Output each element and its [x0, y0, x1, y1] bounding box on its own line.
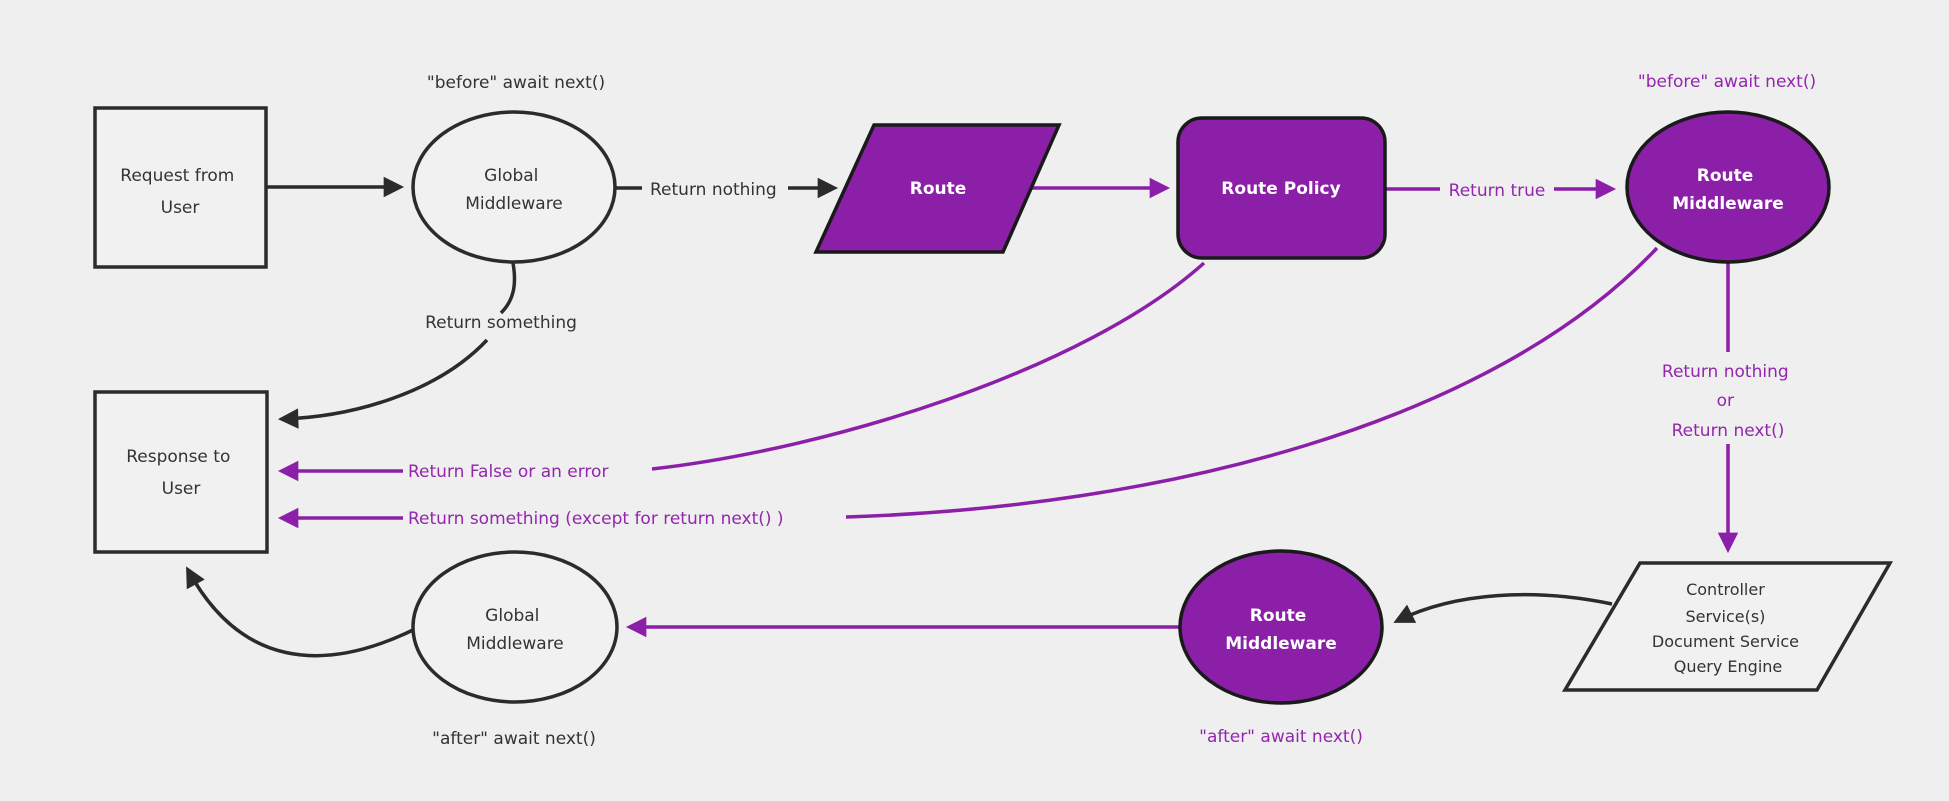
label-return-false: Return False or an error: [408, 462, 608, 482]
label-before-global: "before" await next(): [427, 73, 605, 93]
label-after-global: "after" await next(): [432, 729, 596, 749]
route-policy-node: [1176, 116, 1387, 260]
route-node: [813, 123, 1062, 254]
edge-services-to-route-middleware-bottom: [1393, 592, 1613, 623]
label-return-nothing: Return nothing: [650, 180, 777, 200]
label-before-route: "before" await next(): [1638, 72, 1816, 92]
label-return-something-except: Return something (except for return next…: [408, 509, 784, 529]
route-middleware-bottom-label: Route Middleware: [1225, 606, 1337, 654]
edge-return-something-except-curve: [845, 246, 1659, 519]
response-node-label: Response to User: [126, 447, 236, 499]
services-node: [1561, 561, 1894, 692]
route-policy-node-label: Route Policy: [1221, 179, 1340, 199]
global-middleware-bottom-label: Global Middleware: [466, 606, 564, 654]
route-node-label: Route: [910, 179, 967, 199]
edge-global-middleware-to-response: [186, 566, 414, 658]
global-middleware-top-label: Global Middleware: [465, 166, 563, 214]
label-return-true: Return true: [1449, 181, 1546, 201]
route-middleware-top-node: [1625, 110, 1831, 264]
request-node-label: Request from User: [120, 166, 239, 218]
route-middleware-top-label: Route Middleware: [1672, 166, 1784, 214]
label-return-nothing-or-next: Return nothing or Return next(): [1662, 362, 1794, 441]
label-after-route: "after" await next(): [1199, 727, 1363, 747]
edge-return-something-upper: [499, 262, 517, 315]
services-node-label: Controller Service(s) Document Service Q…: [1652, 580, 1804, 676]
route-middleware-bottom-node: [1178, 549, 1384, 705]
edge-return-false-curve: [651, 261, 1206, 471]
response-node: [93, 390, 269, 554]
global-middleware-bottom-node: [411, 550, 619, 704]
global-middleware-top-node: [411, 110, 617, 264]
edge-return-something-lower: [277, 338, 489, 429]
request-node: [93, 106, 268, 269]
label-return-something: Return something: [425, 313, 577, 333]
